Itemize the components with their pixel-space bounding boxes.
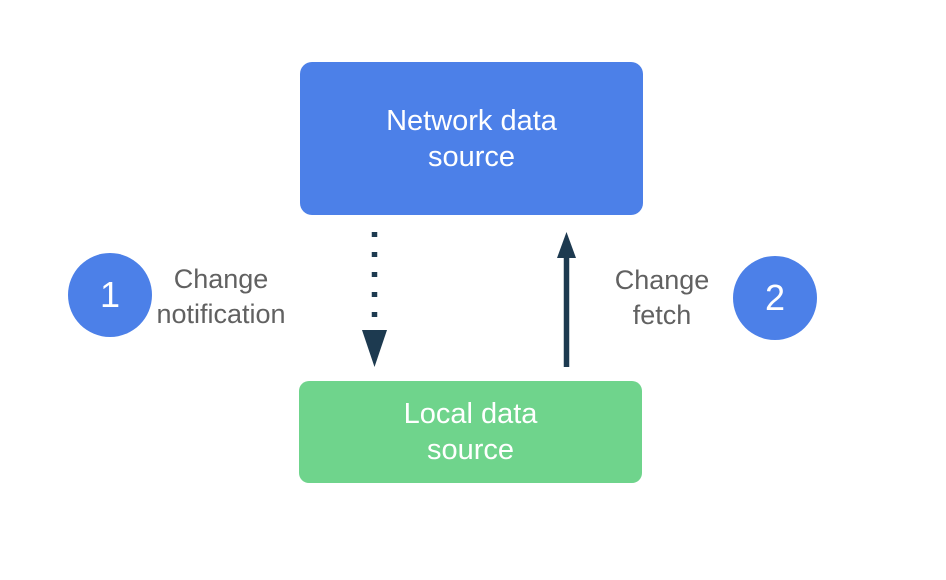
step-1-label-line2: notification <box>156 299 286 329</box>
step-2-label-line2: fetch <box>632 300 692 330</box>
network-box-label: Network data source <box>386 103 557 175</box>
network-box-label-line2: source <box>427 140 516 173</box>
step-2-label-line1: Change <box>614 265 710 295</box>
local-data-source-box: Local data source <box>299 381 642 483</box>
dotted-down-arrow-icon <box>362 232 387 367</box>
step-1-number: 1 <box>99 274 121 315</box>
step-1-label-line1: Change <box>173 264 269 294</box>
local-box-label-line2: source <box>426 434 515 466</box>
local-box-label: Local data source <box>404 396 538 468</box>
step-1-badge: 1 <box>68 253 152 337</box>
step-2-badge: 2 <box>733 256 817 340</box>
network-box-label-line1: Network data <box>386 104 557 137</box>
network-data-source-box: Network data source <box>300 62 643 215</box>
step-2-label: Change fetch <box>562 263 762 333</box>
local-box-label-line1: Local data <box>403 398 538 430</box>
step-2-number: 2 <box>764 277 786 318</box>
dotted-arrow-head <box>362 330 387 367</box>
solid-arrow-head <box>557 232 576 258</box>
step-1-label: Change notification <box>121 262 321 332</box>
